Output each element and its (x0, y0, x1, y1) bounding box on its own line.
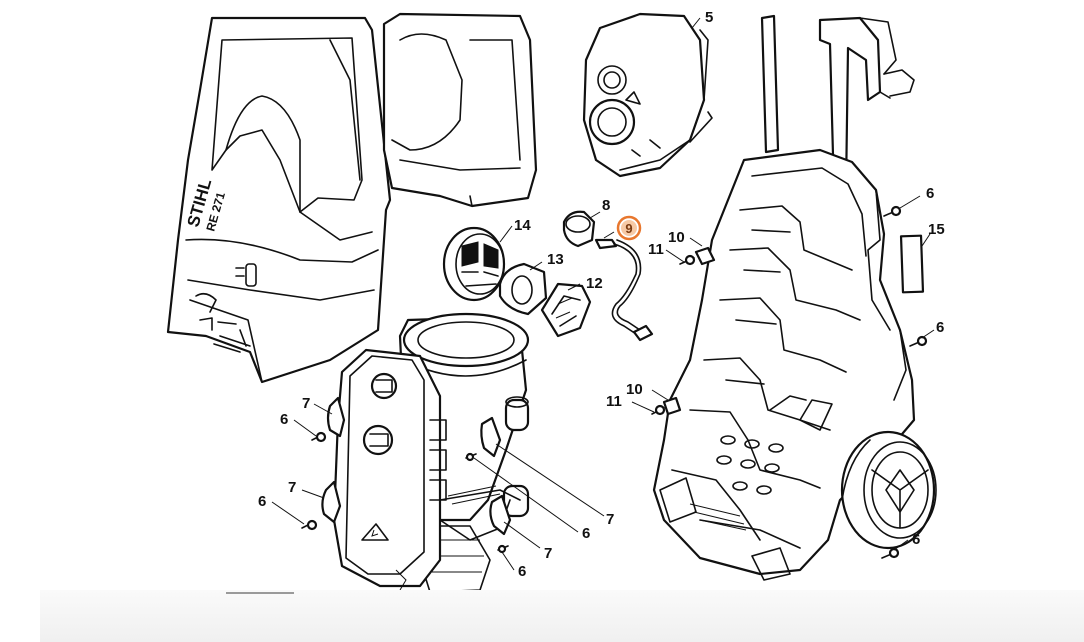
callout-6-side: 6 (936, 319, 944, 336)
clip-part-13 (498, 262, 548, 316)
callout-14: 14 (514, 217, 531, 234)
callout-6-right-lower: 6 (518, 563, 526, 580)
footer-divider (226, 592, 294, 594)
callout-10-lower: 10 (626, 381, 643, 398)
frame-chassis (652, 14, 937, 581)
callout-5: 5 (705, 9, 713, 26)
callout-7-lower-left: 7 (288, 479, 296, 496)
callout-9: 9 (625, 221, 632, 236)
callout-6-lower-left: 6 (258, 493, 266, 510)
footer-strip (40, 590, 1084, 642)
callout-11-lower: 11 (606, 393, 622, 410)
callout-13: 13 (547, 251, 564, 268)
callout-labels: 5 14 13 12 8 9 10 11 10 11 6 15 6 6 7 6 … (258, 9, 945, 580)
callout-6-handle: 6 (926, 185, 934, 202)
hose-part-9 (594, 238, 654, 342)
callout-7-right-lower: 7 (544, 545, 552, 562)
cap-part-8 (562, 210, 596, 248)
callout-6-wheel: 6 (912, 531, 920, 548)
callout-6-right-upper: 6 (582, 525, 590, 542)
callout-8: 8 (602, 197, 610, 214)
rear-housing-cover (382, 12, 538, 208)
intake-filter-part-14 (442, 226, 506, 302)
callout-12: 12 (586, 275, 603, 292)
callout-7-upper-left: 7 (302, 395, 310, 412)
callout-10-upper: 10 (668, 229, 685, 246)
highlight-marker-part-9[interactable]: 9 (616, 215, 642, 241)
knob-part-12 (540, 282, 592, 338)
motor-pump-assembly (332, 312, 530, 593)
callout-11-upper: 11 (648, 241, 664, 258)
callout-6-upper-left: 6 (280, 411, 288, 428)
callout-leaders (271, 17, 935, 571)
callout-7-right-upper: 7 (606, 511, 614, 528)
callout-15: 15 (928, 221, 945, 238)
front-plate-part-5 (582, 12, 713, 178)
front-housing-cover: STIHL RE 271 (166, 16, 392, 384)
